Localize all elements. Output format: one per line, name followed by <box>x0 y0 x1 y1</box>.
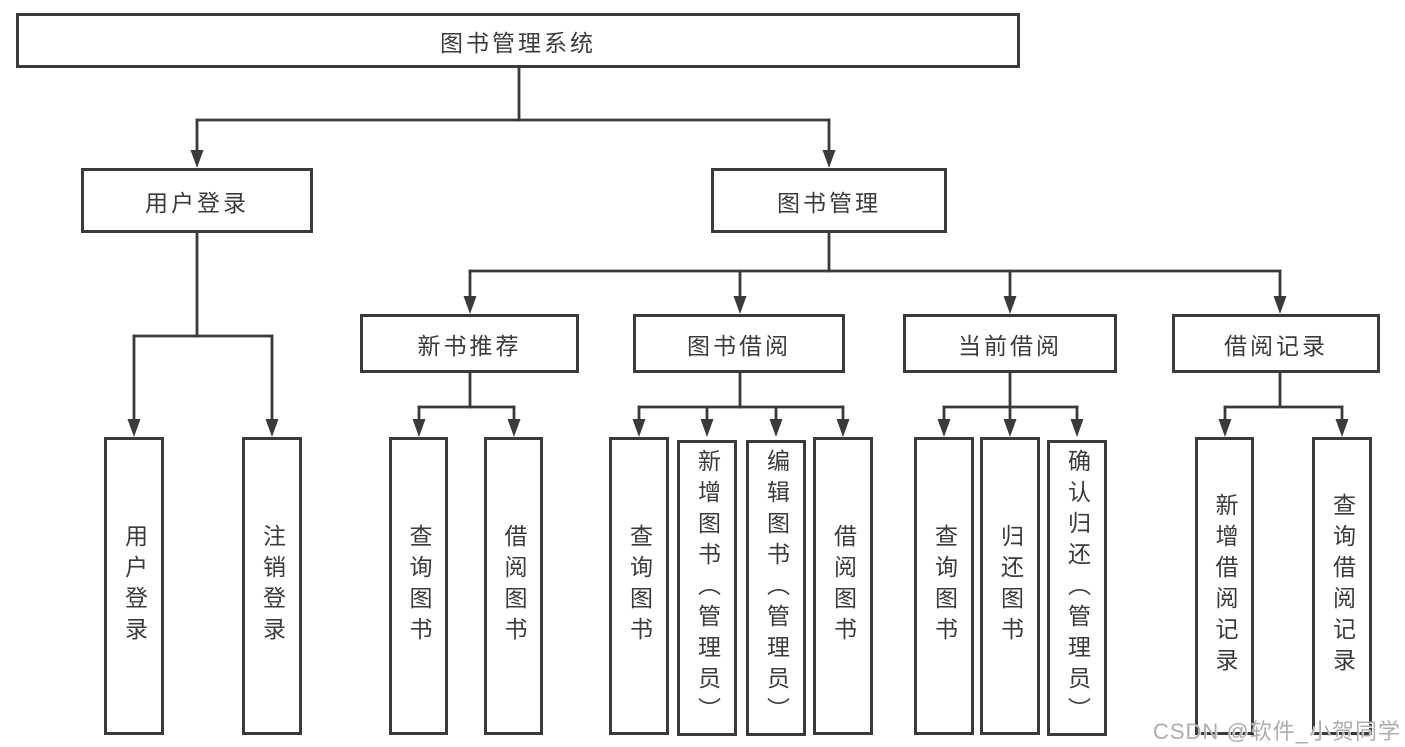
node-bb-edit-label: 编辑图书（管理员） <box>763 448 790 728</box>
node-bb-add-label: 新增图书（管理员） <box>694 448 721 728</box>
arrowhead-down-icon <box>822 150 836 168</box>
node-new-book-rec-label: 新书推荐 <box>417 332 522 359</box>
arrowhead-down-icon <box>412 419 426 437</box>
arrowhead-down-icon <box>1335 419 1349 437</box>
node-root-label: 图书管理系统 <box>440 29 596 56</box>
arrowhead-down-icon <box>265 419 279 437</box>
node-bb-query-label: 查询图书 <box>626 524 653 648</box>
node-book-mgmt-label: 图书管理 <box>777 189 881 216</box>
arrowhead-down-icon <box>700 419 714 437</box>
node-cb-return-label: 归还图书 <box>997 524 1024 648</box>
node-login-label: 用户登录 <box>121 524 148 648</box>
node-borrow-record: 借阅记录 <box>1172 314 1380 373</box>
node-book-borrow: 图书借阅 <box>633 314 845 373</box>
node-br-add-label: 新增借阅记录 <box>1212 493 1238 679</box>
node-cb-confirm-label: 确认归还（管理员） <box>1064 448 1091 728</box>
node-nbr-query-label: 查询图书 <box>406 524 432 648</box>
node-logout-label: 注销登录 <box>259 524 286 648</box>
node-nbr-borrow-label: 借阅图书 <box>501 524 527 648</box>
arrowhead-down-icon <box>1218 419 1232 437</box>
node-bb-borrow: 借阅图书 <box>813 437 873 735</box>
arrowhead-down-icon <box>937 419 951 437</box>
node-bb-edit: 编辑图书（管理员） <box>746 440 806 736</box>
node-bb-borrow-label: 借阅图书 <box>830 524 857 648</box>
arrowhead-down-icon <box>769 419 783 437</box>
node-new-book-rec: 新书推荐 <box>360 314 579 373</box>
arrowhead-down-icon <box>836 419 850 437</box>
node-user-login-label: 用户登录 <box>145 189 249 216</box>
arrowhead-down-icon <box>632 419 646 437</box>
arrowhead-down-icon <box>1003 296 1017 314</box>
arrowhead-down-icon <box>733 296 747 314</box>
node-br-query: 查询借阅记录 <box>1312 437 1372 735</box>
node-root: 图书管理系统 <box>16 13 1020 68</box>
arrowhead-down-icon <box>507 419 521 437</box>
node-book-borrow-label: 图书借阅 <box>687 332 791 359</box>
node-borrow-record-label: 借阅记录 <box>1224 332 1328 359</box>
node-cb-query: 查询图书 <box>914 437 974 735</box>
node-book-mgmt: 图书管理 <box>711 168 947 233</box>
arrowhead-down-icon <box>1273 296 1287 314</box>
watermark: CSDN @软件_小贺同学 <box>1152 719 1401 744</box>
arrowhead-down-icon <box>463 296 477 314</box>
arrowhead-down-icon <box>127 419 141 437</box>
node-cb-confirm: 确认归还（管理员） <box>1047 440 1107 736</box>
node-br-add: 新增借阅记录 <box>1195 437 1254 735</box>
node-bb-add: 新增图书（管理员） <box>677 440 737 736</box>
node-cb-query-label: 查询图书 <box>931 524 958 648</box>
node-nbr-query: 查询图书 <box>389 437 448 735</box>
arrowhead-down-icon <box>190 150 204 168</box>
node-nbr-borrow: 借阅图书 <box>484 437 543 735</box>
arrowhead-down-icon <box>1070 419 1084 437</box>
node-current-borrow-label: 当前借阅 <box>958 332 1062 359</box>
node-cb-return: 归还图书 <box>980 437 1040 735</box>
node-user-login: 用户登录 <box>81 168 313 233</box>
arrowhead-down-icon <box>1003 419 1017 437</box>
node-login: 用户登录 <box>104 437 164 735</box>
node-br-query-label: 查询借阅记录 <box>1329 493 1356 679</box>
node-bb-query: 查询图书 <box>609 437 669 735</box>
node-current-borrow: 当前借阅 <box>903 314 1117 373</box>
node-logout: 注销登录 <box>242 437 302 735</box>
